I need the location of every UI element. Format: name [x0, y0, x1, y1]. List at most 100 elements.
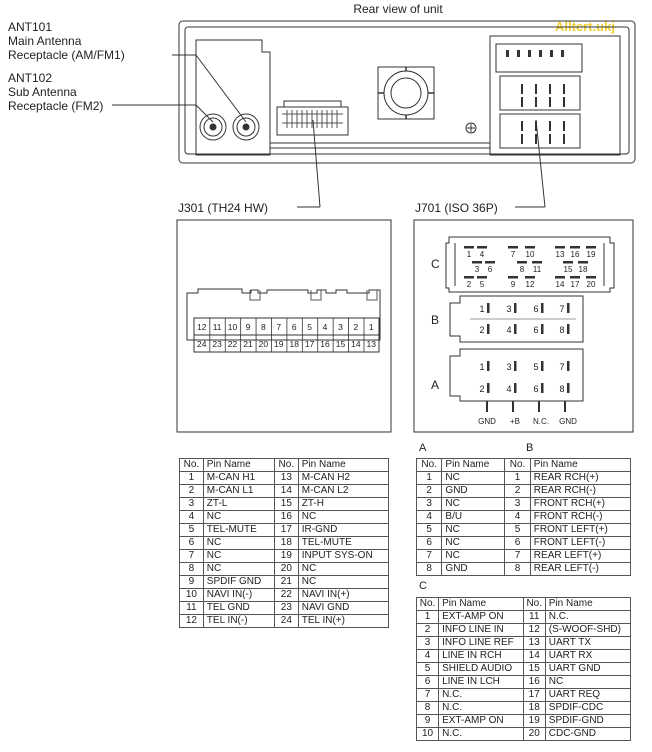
pin-name-cell: SHIELD AUDIO: [438, 662, 524, 676]
j301-pin-number: 20: [259, 339, 269, 349]
j701-pin-number: 6: [533, 384, 538, 394]
j301-pin-number: 21: [243, 339, 253, 349]
j701-pin-contact: [563, 261, 573, 264]
pin-name-cell: TEL-MUTE: [297, 536, 390, 550]
group-c-label: C: [419, 580, 427, 592]
col-no: No.: [415, 458, 443, 472]
j301-pin-number: 12: [197, 322, 207, 332]
pin-name-cell: N.C.: [438, 701, 524, 715]
svg-text:Main Antenna: Main Antenna: [8, 34, 82, 48]
pin-name-cell: M-CAN L2: [297, 484, 390, 498]
pin-number-cell: 5: [415, 523, 443, 537]
col-no: No.: [179, 458, 204, 472]
j701-pin-number: 7: [559, 304, 564, 314]
pin-name-cell: TEL IN(-): [202, 614, 275, 628]
col-no: No.: [522, 597, 546, 611]
j701-pin-contact: [541, 303, 544, 313]
pin-name-cell: ZT-L: [202, 497, 275, 511]
pin-number-cell: 8: [179, 562, 204, 576]
j301-pin-number: 16: [320, 339, 330, 349]
col-pin-name: Pin Name: [544, 597, 632, 611]
j301-pin-divider: [224, 335, 226, 352]
j301-pin-number: 4: [323, 322, 328, 332]
svg-text:ANT102: ANT102: [8, 71, 52, 85]
pin-number-cell: 19: [522, 714, 546, 728]
pin-number-cell: 17: [522, 688, 546, 702]
j701-pin-contact: [567, 361, 570, 371]
j301-pin-number: 22: [228, 339, 238, 349]
pin-number-cell: 6: [415, 536, 443, 550]
table-header-row: No. Pin Name No. Pin Name: [179, 458, 390, 472]
pin-name-cell: SPDIF GND: [202, 575, 275, 589]
pin-number-cell: 2: [504, 484, 531, 498]
pin-number-cell: 6: [179, 536, 204, 550]
pin-number-cell: 13: [273, 471, 299, 485]
j701-pin-number: 6: [533, 325, 538, 335]
pin-number-cell: 4: [504, 510, 531, 524]
pin-number-cell: 7: [415, 549, 443, 563]
pin-name-cell: EXT-AMP ON: [438, 610, 524, 624]
pin-name-cell: REAR RCH(+): [529, 471, 632, 485]
pin-name-cell: INFO LINE IN: [438, 623, 524, 637]
j701-pin-contact: [570, 246, 580, 249]
pin-number-cell: 17: [273, 523, 299, 537]
j301-pin-number: 3: [338, 322, 343, 332]
pin-name-cell: NC: [441, 471, 506, 485]
pin-number-cell: 2: [179, 484, 204, 498]
j701-pin-contact: [508, 246, 518, 249]
pin-number-cell: 24: [273, 614, 299, 628]
j701-pin-number: 3: [506, 304, 511, 314]
j701-pin-contact: [541, 324, 544, 334]
j701-pin-contact: [514, 383, 517, 393]
j301-pin-divider: [301, 318, 303, 335]
j701-pin-number: 19: [587, 250, 596, 259]
j701-pin-number: 15: [564, 265, 573, 274]
j701-pin-contact: [570, 276, 580, 279]
pin-name-cell: NC: [202, 510, 275, 524]
j301-pin-divider: [255, 318, 257, 335]
ant101-label: ANT101 Main Antenna Receptacle (AM/FM1): [8, 20, 125, 62]
j701-pin-contact: [464, 276, 474, 279]
j701-pin-number: 1: [479, 362, 484, 372]
j701-pin-contact: [541, 383, 544, 393]
j701-pin-contact: [487, 383, 490, 393]
svg-text:ANT101: ANT101: [8, 20, 52, 34]
pin-number-cell: 1: [415, 610, 440, 624]
j701-pin-number: 6: [488, 265, 493, 274]
pin-name-cell: N.C.: [438, 688, 524, 702]
j701-pin-number: 7: [559, 362, 564, 372]
j301-pin-divider: [209, 318, 211, 335]
j301-pin-divider: [255, 335, 257, 352]
j701-pin-contact: [578, 261, 588, 264]
j701-pin-contact: [464, 246, 474, 249]
pin-name-cell: B/U: [441, 510, 506, 524]
svg-text:Receptacle (FM2): Receptacle (FM2): [8, 99, 103, 113]
j301-pin-number: 10: [228, 322, 238, 332]
pin-number-cell: 4: [415, 510, 443, 524]
j301-pin-divider: [240, 335, 242, 352]
j701-pin-contact: [514, 361, 517, 371]
pin-number-cell: 7: [179, 549, 204, 563]
pin-number-cell: 2: [415, 623, 440, 637]
pin-name-cell: NAVI IN(+): [297, 588, 390, 602]
j701-row-a-label: A: [431, 378, 439, 392]
pin-number-cell: 2: [415, 484, 443, 498]
j701-pin-contact: [514, 324, 517, 334]
pin-number-cell: 15: [273, 497, 299, 511]
j301-pin-divider: [332, 318, 334, 335]
pin-number-cell: 4: [415, 649, 440, 663]
